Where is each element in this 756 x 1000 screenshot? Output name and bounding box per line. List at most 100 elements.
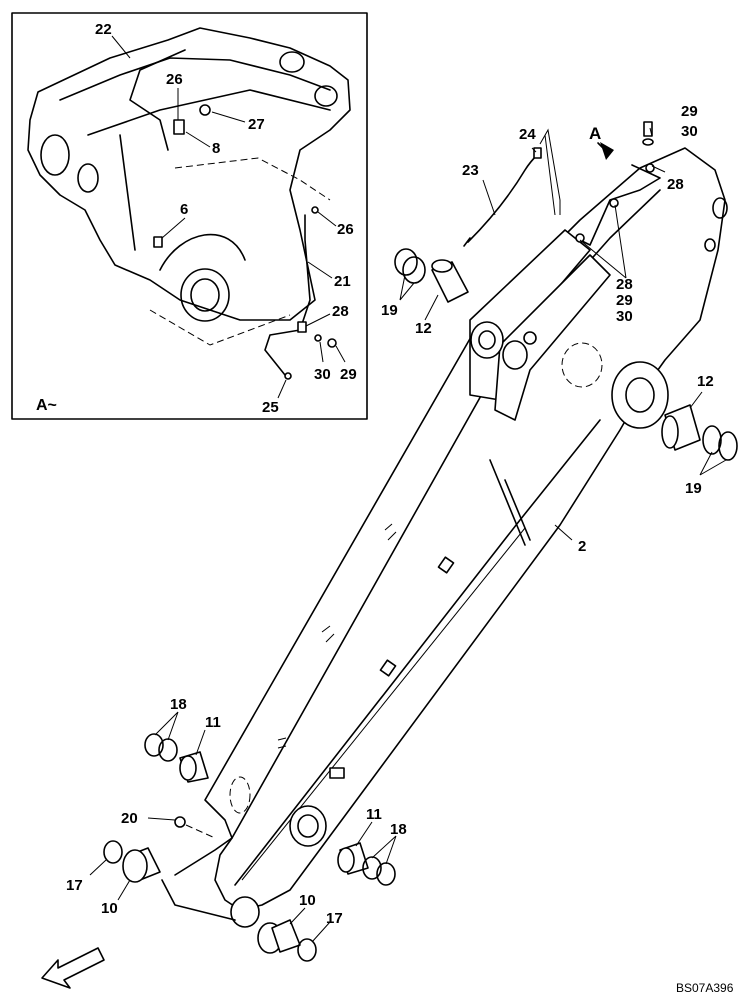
leader-29a <box>335 345 346 363</box>
boom-mark-2 <box>321 625 335 643</box>
callout-27: 27 <box>248 116 265 133</box>
callout-30a: 30 <box>314 366 331 383</box>
leader-17b <box>311 921 331 943</box>
part-bushing-11b-end <box>337 847 355 873</box>
boom-top-fitting <box>704 238 716 252</box>
part-washer-30-top <box>642 138 654 146</box>
detail-plate-edge <box>87 89 331 136</box>
detail-pipe-21 <box>264 214 311 376</box>
detail-boss-inner <box>77 163 99 193</box>
loose-parts <box>41 121 738 989</box>
leader-30a <box>319 341 324 363</box>
detail-foot-bore <box>190 278 220 312</box>
callout-22: 22 <box>95 21 112 38</box>
callout-12b: 12 <box>697 373 714 390</box>
boom-mark-1 <box>384 523 397 541</box>
callout-26b: 26 <box>337 221 354 238</box>
leader-8 <box>185 131 211 148</box>
boom-bottom-edge-2 <box>241 527 526 881</box>
detail-boss-left <box>40 134 70 176</box>
detail-fitting-26b <box>311 206 319 214</box>
leader-17a <box>89 859 107 876</box>
leader-28b <box>651 165 666 173</box>
callout-18b: 18 <box>390 821 407 838</box>
detail-caption: A~ <box>36 397 57 414</box>
part-bushing-12b-end <box>661 415 679 449</box>
boom-lug-right <box>494 254 611 421</box>
callout-29b: 29 <box>681 103 698 120</box>
callout-17b: 17 <box>326 910 343 927</box>
boom-bolt-29 <box>645 163 655 173</box>
leader-28a <box>305 313 331 327</box>
part-seal-19b-1 <box>702 425 722 455</box>
detail-dash-line-1 <box>174 157 331 201</box>
detail-plate-6 <box>153 236 163 248</box>
detail-frame <box>11 12 368 420</box>
leader-19a <box>399 274 415 301</box>
detail-bolt-29 <box>327 338 337 348</box>
leader-24 <box>531 147 537 153</box>
boom-foot-edge <box>174 837 233 876</box>
detail-foot-boss <box>180 268 230 322</box>
callout-30c: 30 <box>616 308 633 325</box>
part-seal-18a-1 <box>144 733 164 757</box>
boom-bottom-edge <box>234 419 601 886</box>
callout-26a: 26 <box>166 71 183 88</box>
part-seal-19a-1 <box>394 248 418 276</box>
detail-foot-arc <box>159 233 246 271</box>
boom-rib-2 <box>504 479 531 541</box>
leader-10b <box>289 907 306 925</box>
boom-foot-boss-bottom <box>230 896 260 928</box>
callout-18a: 18 <box>170 696 187 713</box>
boom-lube-pipe <box>579 164 661 246</box>
detail-pipe-22 <box>129 49 186 151</box>
boom-pad-1 <box>437 556 455 574</box>
detail-top-edge <box>59 57 331 101</box>
part-nipple-20-path <box>185 824 216 839</box>
boom-hidden-hole <box>561 342 603 388</box>
leader-25 <box>277 379 287 399</box>
boom-rib-1 <box>489 459 526 546</box>
view-a-label: A <box>589 124 601 143</box>
leader-24-guide <box>539 128 561 215</box>
leader-23 <box>482 179 496 216</box>
callout-21: 21 <box>334 273 351 290</box>
detail-dash-line-2 <box>149 309 291 346</box>
leader-10a <box>117 879 131 901</box>
view-a-arrow <box>600 142 614 160</box>
callout-28b: 28 <box>667 176 684 193</box>
callout-25: 25 <box>262 399 279 416</box>
main-callouts: 24 23 A 29 30 28 28 29 30 19 12 12 19 2 … <box>66 103 734 995</box>
detail-boom-body <box>27 27 351 321</box>
callout-19a: 19 <box>381 302 398 319</box>
callout-28a: 28 <box>332 303 349 320</box>
callout-10b: 10 <box>299 892 316 909</box>
leader-18a <box>154 711 179 741</box>
leader-24-guide-2 <box>544 134 556 216</box>
leader-19b <box>699 451 727 476</box>
leader-12a <box>424 294 439 321</box>
view-a-arrow-shaft <box>597 142 606 151</box>
leader-6 <box>161 217 186 239</box>
boom-foot-hidden <box>229 776 251 814</box>
leader-11a <box>195 729 206 756</box>
main-boom <box>161 147 728 928</box>
boom-lug-hole-left <box>470 321 504 359</box>
callout-19b: 19 <box>685 480 702 497</box>
part-nipple-20 <box>174 816 186 828</box>
boom-pad-3 <box>329 767 345 779</box>
boom-clamp-28b <box>575 233 585 243</box>
boom-arm-boss <box>611 361 669 429</box>
boom-foot-bore <box>297 814 319 838</box>
part-bushing-11a-end <box>179 755 197 781</box>
leader-12b <box>689 391 703 409</box>
boom-outline <box>204 147 726 911</box>
boom-top-hole <box>712 197 728 219</box>
detail-washer-30 <box>314 334 322 342</box>
callout-29c: 29 <box>616 292 633 309</box>
callout-24: 24 <box>519 126 536 143</box>
leader-28c <box>579 204 627 279</box>
leader-29b <box>649 127 653 137</box>
part-bolt-29-top <box>643 121 653 137</box>
boom-foot-boss <box>289 805 327 847</box>
